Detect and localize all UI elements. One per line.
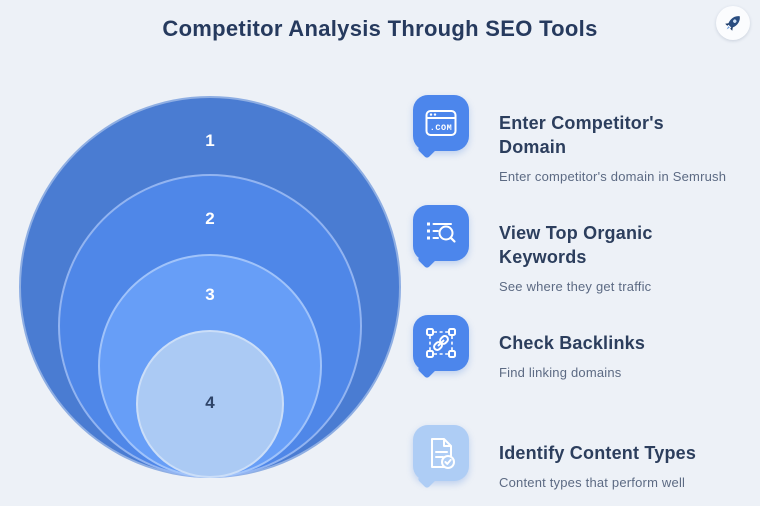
step-subtitle: See where they get traffic (499, 279, 652, 294)
step-identify-content: Identify Content Types Content types tha… (413, 425, 739, 491)
step-text: Enter Competitor's Domain Enter competit… (499, 95, 739, 185)
backlinks-link-icon (413, 315, 469, 371)
domain-browser-icon: .COM (413, 95, 469, 151)
step-text: Check Backlinks Find linking domains (499, 315, 739, 381)
step-enter-domain: .COM Enter Competitor's Domain Enter com… (413, 95, 739, 185)
circle-number-3: 3 (205, 285, 215, 304)
content-document-icon (413, 425, 469, 481)
selection-link-glyph (426, 328, 456, 358)
circle-step-4 (136, 330, 284, 478)
step-title: Identify Content Types (499, 443, 697, 463)
step-subtitle: Enter competitor's domain in Semrush (499, 169, 727, 184)
circle-number-4: 4 (205, 393, 215, 412)
step-subtitle: Content types that perform well (499, 475, 686, 490)
step-subtitle: Find linking domains (499, 365, 622, 380)
document-check-glyph (431, 438, 455, 469)
page-title: Competitor Analysis Through SEO Tools (162, 16, 598, 41)
step-check-backlinks: Check Backlinks Find linking domains (413, 315, 739, 381)
step-title: View Top Organic Keywords (499, 223, 653, 267)
circle-number-2: 2 (205, 209, 215, 228)
brand-logo (716, 6, 750, 40)
step-text: Identify Content Types Content types tha… (499, 425, 739, 491)
step-view-keywords: View Top Organic Keywords See where they… (413, 205, 739, 295)
step-text: View Top Organic Keywords See where they… (499, 205, 739, 295)
list-magnifier-glyph (427, 222, 456, 243)
rocket-icon (725, 16, 740, 31)
svg-text:.COM: .COM (430, 123, 452, 133)
step-title: Check Backlinks (499, 333, 646, 353)
step-title: Enter Competitor's Domain (499, 113, 664, 157)
circle-number-1: 1 (205, 131, 215, 150)
browser-window-glyph: .COM (425, 110, 457, 136)
keywords-search-icon (413, 205, 469, 261)
